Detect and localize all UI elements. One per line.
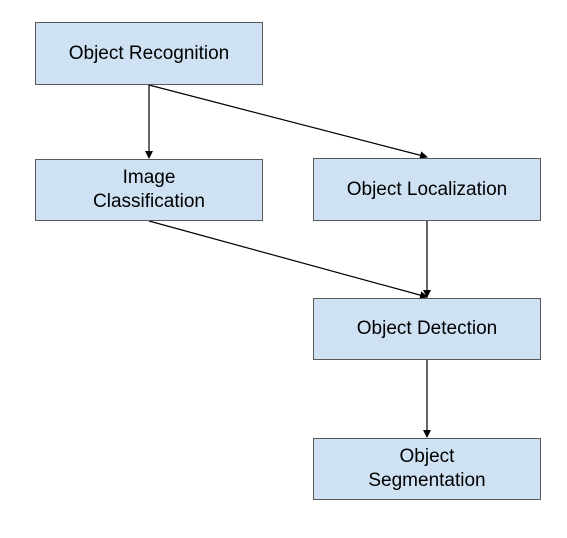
node-label: Object Segmentation bbox=[368, 446, 486, 491]
node-object-localization: Object Localization bbox=[313, 158, 541, 221]
edge-classification-to-detection bbox=[148, 220, 428, 300]
node-label: Image Classification bbox=[93, 167, 205, 212]
node-object-detection: Object Detection bbox=[313, 298, 541, 360]
edge-recognition-to-localization bbox=[148, 84, 428, 160]
node-label: Object Detection bbox=[356, 318, 498, 339]
node-label: Object Recognition bbox=[68, 42, 230, 64]
node-object-segmentation: Object Segmentation bbox=[313, 438, 541, 500]
node-object-recognition: Object Recognition bbox=[35, 22, 263, 85]
node-label: Object Localization bbox=[346, 178, 508, 200]
node-image-classification: Image Classification bbox=[35, 159, 263, 221]
